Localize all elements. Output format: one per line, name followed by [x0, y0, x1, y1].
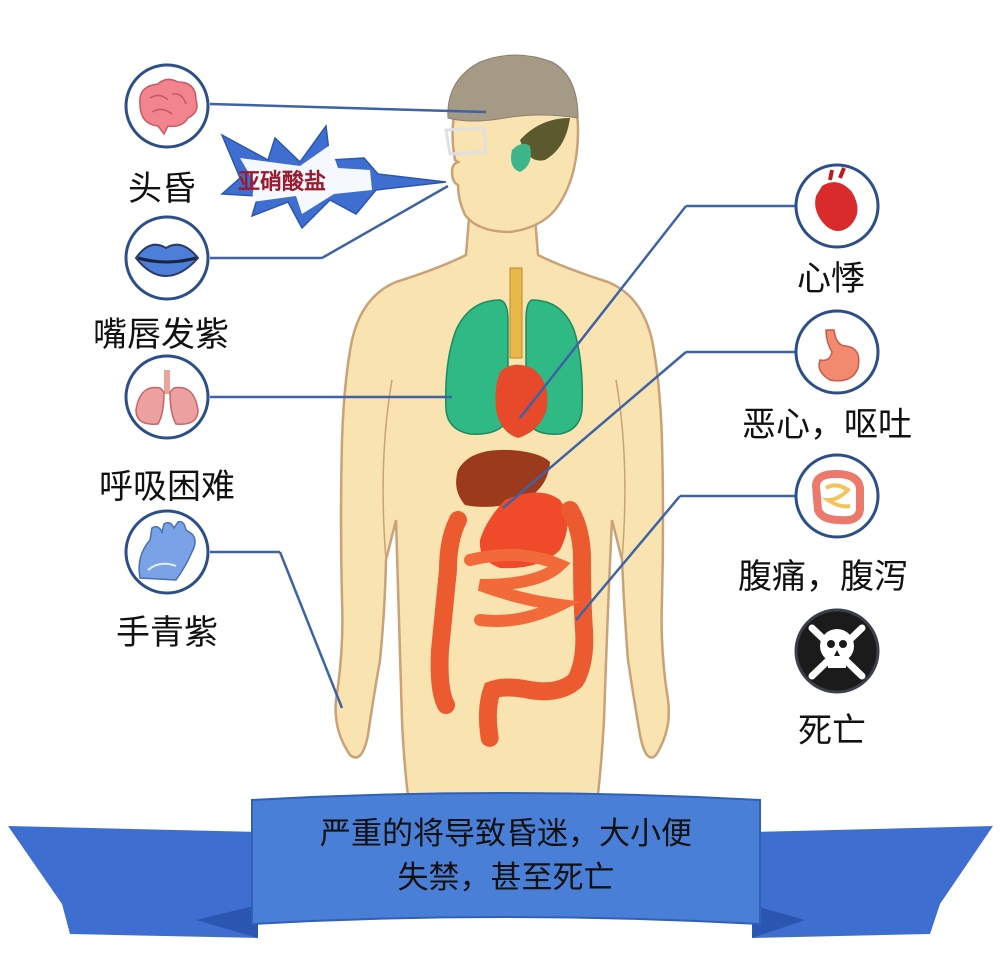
symptom-label-death: 死亡 — [798, 711, 866, 751]
lips-icon — [124, 215, 210, 301]
hand-icon — [124, 509, 210, 595]
connector-stomach-b — [502, 351, 687, 509]
heart-icon — [794, 163, 880, 249]
human-body-figure — [334, 54, 670, 842]
lungs-icon — [124, 354, 210, 440]
stomach-icon — [794, 309, 880, 395]
connector-intestine-b — [575, 495, 681, 621]
connector-lips-b — [321, 184, 449, 260]
symptom-label-dizziness: 头昏 — [128, 169, 196, 209]
brain-icon — [124, 63, 210, 149]
banner-text: 严重的将导致昏迷，大小便 失禁，甚至死亡 — [256, 812, 756, 900]
symptom-label-purple-lips: 嘴唇发紫 — [93, 315, 229, 355]
connector-lines — [209, 102, 795, 709]
connector-hand-b — [278, 551, 344, 709]
banner-line-1: 严重的将导致昏迷，大小便 — [320, 816, 692, 852]
symptom-label-cyanotic-hands: 手青紫 — [116, 613, 218, 653]
connector-heart-b — [519, 205, 687, 419]
warning-banner — [8, 792, 993, 938]
connector-brain — [209, 102, 487, 114]
symptom-label-abdominal-pain-diarrhea: 腹痛，腹泻 — [738, 557, 908, 597]
symptom-label-palpitations: 心悸 — [797, 259, 865, 299]
nitrite-label: 亚硝酸盐 — [238, 170, 327, 195]
symptom-label-nausea-vomiting: 恶心，呕吐 — [742, 405, 912, 445]
symptom-label-breathing-difficulty: 呼吸困难 — [99, 467, 235, 507]
banner-line-2: 失禁，甚至死亡 — [397, 860, 615, 896]
organs — [430, 267, 594, 749]
skull-crossbones-icon — [794, 608, 880, 694]
intestine-icon — [794, 453, 880, 539]
